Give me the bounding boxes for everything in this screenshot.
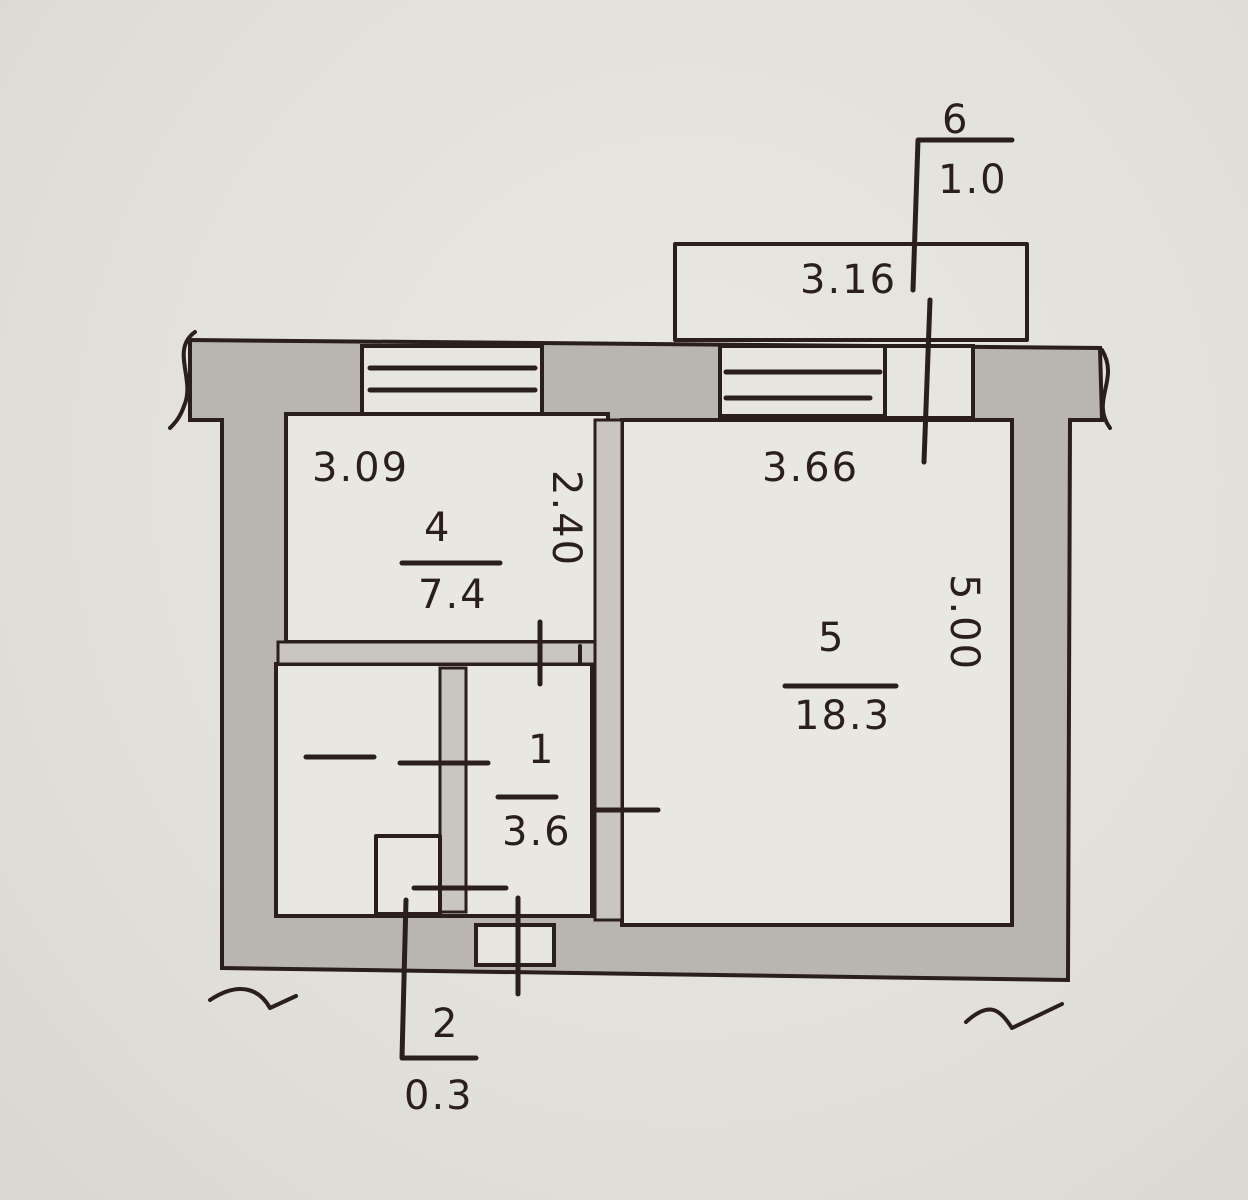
room-4-area: 7.4 [418, 572, 488, 618]
balcony-outline [673, 242, 1029, 342]
room-4-depth-dimension: 2.40 [543, 470, 589, 568]
partition-wall-horizontal [276, 640, 598, 666]
room-6-number: 6 [942, 97, 970, 143]
window-left [360, 344, 544, 416]
room-1-area: 3.6 [502, 809, 572, 855]
room-2-number: 2 [432, 1001, 460, 1047]
room-5-depth-dimension: 5.00 [941, 574, 987, 672]
balcony-width-dimension: 3.16 [800, 257, 898, 303]
window-right [718, 344, 887, 418]
room-5-number: 5 [818, 615, 846, 661]
partition-wall-vertical [593, 418, 624, 922]
room-2-callout-leader [399, 897, 479, 1061]
entrance-door [474, 923, 556, 967]
room-2-area: 0.3 [404, 1073, 474, 1119]
room-4-number: 4 [424, 505, 452, 551]
room-5-area: 18.3 [794, 693, 892, 739]
room-4-outline [284, 412, 610, 644]
room-4-width-dimension: 3.09 [312, 445, 410, 491]
room-1-number: 1 [528, 727, 556, 773]
room-5-width-dimension: 3.66 [762, 445, 860, 491]
balcony-callout-leader [910, 137, 1015, 293]
room-6-area: 1.0 [938, 157, 1008, 203]
bathroom-partition [438, 666, 468, 914]
room-1-outline [274, 662, 594, 918]
room-5-outline [620, 418, 1014, 927]
